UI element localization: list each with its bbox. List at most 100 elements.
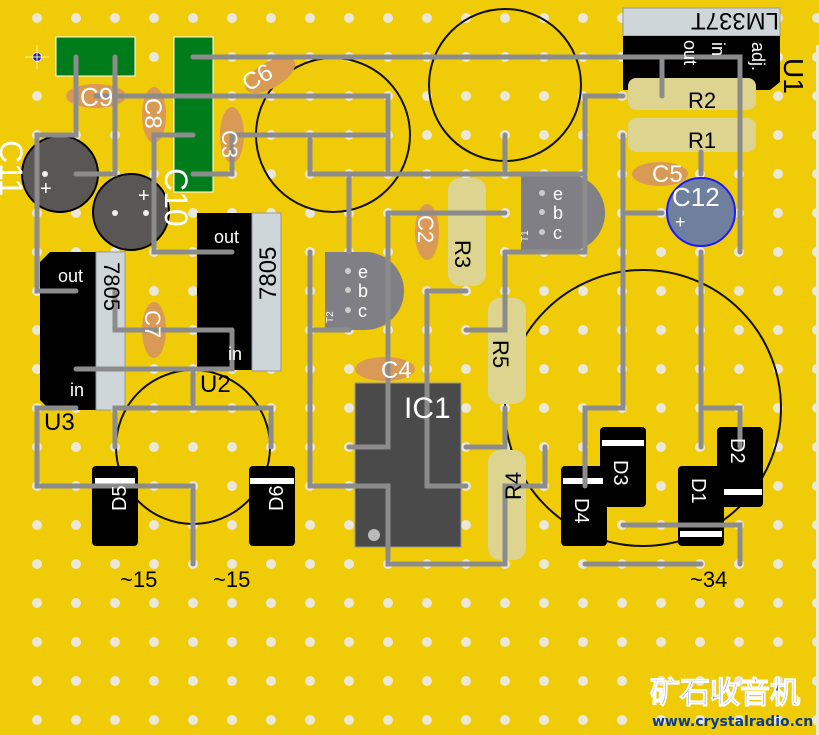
hole bbox=[32, 325, 42, 335]
hole bbox=[344, 676, 354, 686]
hole bbox=[71, 559, 81, 569]
hole bbox=[461, 715, 471, 725]
label-c11: C11 bbox=[0, 140, 29, 196]
t2-pin-c: c bbox=[358, 301, 367, 321]
hole bbox=[344, 559, 354, 569]
hole bbox=[266, 676, 276, 686]
label-c3: C3 bbox=[217, 130, 242, 158]
label-r4: R4 bbox=[501, 472, 526, 500]
hole bbox=[812, 715, 819, 725]
t2-pin-e: e bbox=[358, 262, 368, 282]
hole bbox=[383, 715, 393, 725]
board-edge bbox=[816, 45, 819, 735]
hole bbox=[773, 247, 783, 257]
hole bbox=[149, 442, 159, 452]
r3-body bbox=[448, 178, 486, 286]
hole bbox=[695, 637, 705, 647]
hole bbox=[266, 13, 276, 23]
label-u1: U1 bbox=[778, 58, 809, 94]
hole bbox=[656, 364, 666, 374]
trace bbox=[112, 366, 196, 450]
hole bbox=[812, 559, 819, 569]
hole bbox=[32, 91, 42, 101]
label-c4: C4 bbox=[381, 357, 412, 384]
label-u3: U3 bbox=[44, 409, 75, 436]
d4-body bbox=[561, 466, 607, 546]
hole bbox=[578, 598, 588, 608]
label-c8: C8 bbox=[139, 98, 166, 129]
hole bbox=[812, 364, 819, 374]
t1-pin-c: c bbox=[553, 223, 562, 243]
hole bbox=[32, 13, 42, 23]
hole bbox=[461, 364, 471, 374]
hole bbox=[773, 559, 783, 569]
hole bbox=[305, 715, 315, 725]
trace bbox=[93, 93, 391, 177]
hole bbox=[539, 91, 549, 101]
hole bbox=[305, 13, 315, 23]
d6-body bbox=[249, 466, 295, 546]
hole bbox=[461, 520, 471, 530]
hole bbox=[149, 520, 159, 530]
hole bbox=[656, 325, 666, 335]
c12-electrolytic bbox=[666, 177, 736, 247]
u1-pin-in: in bbox=[708, 42, 728, 56]
d1-cathode-band bbox=[680, 531, 722, 537]
t1-pin-e: e bbox=[553, 184, 563, 204]
label-c7: C7 bbox=[140, 310, 165, 338]
hole bbox=[773, 325, 783, 335]
label-d5: D5 bbox=[109, 485, 131, 511]
hole bbox=[461, 637, 471, 647]
hole bbox=[812, 403, 819, 413]
label-c9: C9 bbox=[80, 82, 113, 112]
origin-crosshair bbox=[25, 45, 49, 69]
c10-plus: + bbox=[138, 185, 150, 207]
hole bbox=[812, 130, 819, 140]
t1-pin-b: b bbox=[553, 203, 563, 223]
hole bbox=[812, 286, 819, 296]
hole bbox=[812, 676, 819, 686]
hole bbox=[578, 715, 588, 725]
hole bbox=[383, 637, 393, 647]
label-d1: D1 bbox=[687, 478, 709, 504]
hole bbox=[383, 676, 393, 686]
hole bbox=[812, 169, 819, 179]
hole bbox=[422, 715, 432, 725]
hole bbox=[344, 637, 354, 647]
hole bbox=[32, 715, 42, 725]
hole bbox=[773, 637, 783, 647]
hole bbox=[110, 13, 120, 23]
hole bbox=[227, 637, 237, 647]
label-u2: U2 bbox=[200, 371, 231, 398]
u2-pin-out: out bbox=[214, 227, 239, 247]
hole bbox=[812, 325, 819, 335]
hole bbox=[149, 715, 159, 725]
hole bbox=[188, 286, 198, 296]
hole bbox=[71, 13, 81, 23]
traces bbox=[34, 54, 743, 567]
trace bbox=[620, 522, 743, 567]
hole bbox=[383, 598, 393, 608]
label-d2: D2 bbox=[726, 438, 748, 464]
label-c5: C5 bbox=[652, 161, 683, 188]
label-t1: T1 bbox=[520, 230, 531, 242]
hole bbox=[461, 676, 471, 686]
hole bbox=[344, 13, 354, 23]
label-r1: R1 bbox=[688, 128, 716, 153]
hole bbox=[32, 637, 42, 647]
trace bbox=[307, 249, 548, 567]
hole bbox=[578, 286, 588, 296]
hole bbox=[656, 637, 666, 647]
connector-block-1 bbox=[55, 36, 136, 77]
hole bbox=[32, 676, 42, 686]
u1-pin-adj: adj. bbox=[748, 42, 768, 71]
hole bbox=[695, 715, 705, 725]
terminal-ac34: ~34 bbox=[690, 567, 727, 592]
r1-body bbox=[628, 118, 756, 152]
c6-body bbox=[244, 57, 296, 93]
hole bbox=[500, 91, 510, 101]
hole bbox=[617, 676, 627, 686]
hole bbox=[149, 676, 159, 686]
